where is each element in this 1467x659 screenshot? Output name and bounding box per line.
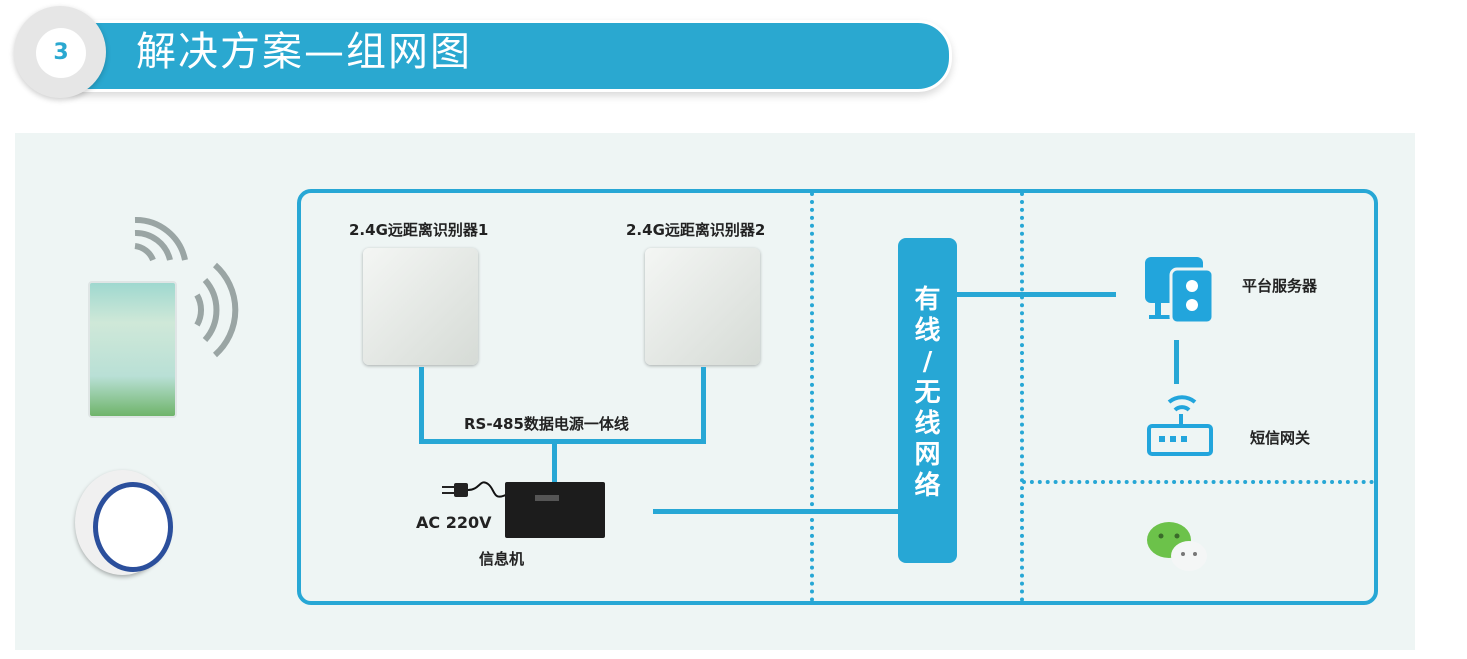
step-number: 3 <box>36 28 86 78</box>
reader1-device <box>363 248 478 365</box>
reader1-label: 2.4G远距离识别器1 <box>349 221 489 239</box>
network-bar <box>898 238 957 563</box>
student-id-card-image <box>88 281 177 418</box>
link-line <box>653 509 899 514</box>
network-frame <box>297 189 1378 605</box>
power-plug-icon <box>442 481 509 498</box>
reader2-device <box>645 248 760 365</box>
rfid-tag-image <box>75 470 173 575</box>
cable-label: RS-485数据电源一体线 <box>464 415 629 433</box>
divider-line <box>1022 480 1374 484</box>
info-machine-device <box>505 482 605 538</box>
link-line <box>956 292 1116 297</box>
link-line <box>1174 340 1179 384</box>
cable-line <box>419 367 424 444</box>
sms-gateway-label: 短信网关 <box>1250 429 1311 447</box>
info-machine-label: 信息机 <box>479 550 525 568</box>
section-banner <box>70 20 952 92</box>
divider-line <box>810 192 814 602</box>
cable-line <box>419 439 706 444</box>
sms-gateway-icon <box>1147 395 1213 456</box>
divider-line <box>1020 192 1024 602</box>
power-label: AC 220V <box>416 513 492 532</box>
wireless-signal-icon <box>134 216 239 358</box>
reader2-label: 2.4G远距离识别器2 <box>626 221 766 239</box>
cable-line <box>552 439 557 484</box>
cable-line <box>701 367 706 444</box>
page-title: 解决方案—组网图 <box>136 29 472 75</box>
server-icon <box>1145 257 1215 325</box>
network-label: 有线/无线网络 <box>914 285 941 501</box>
server-label: 平台服务器 <box>1242 277 1318 295</box>
wechat-icon <box>1147 522 1207 571</box>
